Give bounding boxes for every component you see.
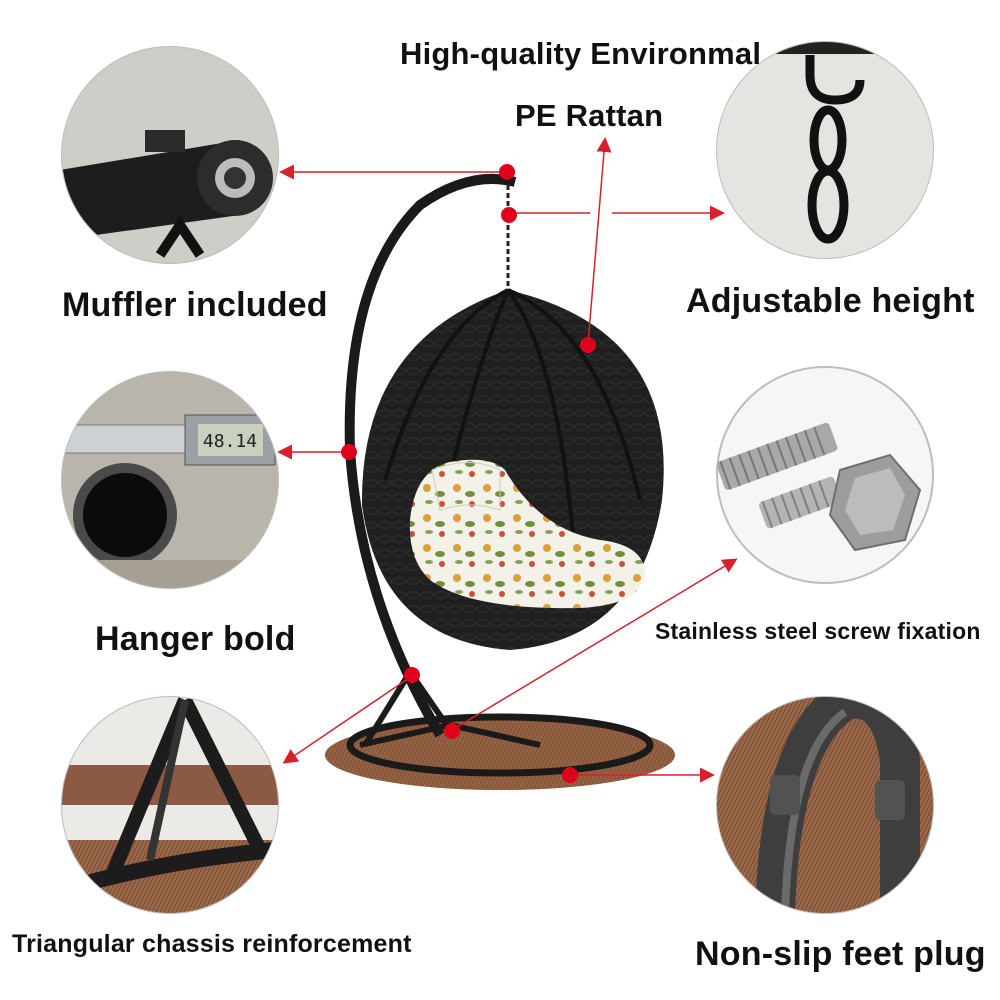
headline-line-2: PE Rattan bbox=[515, 98, 664, 133]
callout-lines bbox=[277, 137, 738, 783]
egg-chair-product bbox=[325, 173, 675, 790]
caliper-reading: 48.14 bbox=[203, 431, 257, 452]
chain-detail-photo bbox=[716, 41, 934, 259]
callout-dot-feet bbox=[562, 767, 578, 783]
adjustable-height-label: Adjustable height bbox=[686, 282, 975, 320]
screw-detail-photo bbox=[716, 366, 934, 584]
chassis-label: Triangular chassis reinforcement bbox=[12, 930, 412, 958]
caliper-detail-photo: 48.14 bbox=[61, 371, 279, 589]
callout-dot-muffler bbox=[499, 164, 515, 180]
screw-label: Stainless steel screw fixation bbox=[655, 618, 981, 644]
muffler-label: Muffler included bbox=[62, 286, 328, 324]
headline-line-1: High-quality Environmal bbox=[400, 36, 762, 71]
callout-dot-screw bbox=[444, 723, 460, 739]
feet-plug-label: Non-slip feet plug bbox=[695, 935, 986, 973]
callout-dot-height bbox=[501, 207, 517, 223]
chassis-detail-photo bbox=[61, 696, 279, 914]
feet-plug-detail-photo bbox=[716, 696, 934, 914]
callout-dots bbox=[341, 164, 596, 783]
hanger-label: Hanger bold bbox=[95, 620, 296, 658]
callout-dot-chassis bbox=[404, 667, 420, 683]
callout-dot-hanger bbox=[341, 444, 357, 460]
muffler-detail-photo bbox=[61, 46, 279, 264]
callout-dot-rattan bbox=[580, 337, 596, 353]
